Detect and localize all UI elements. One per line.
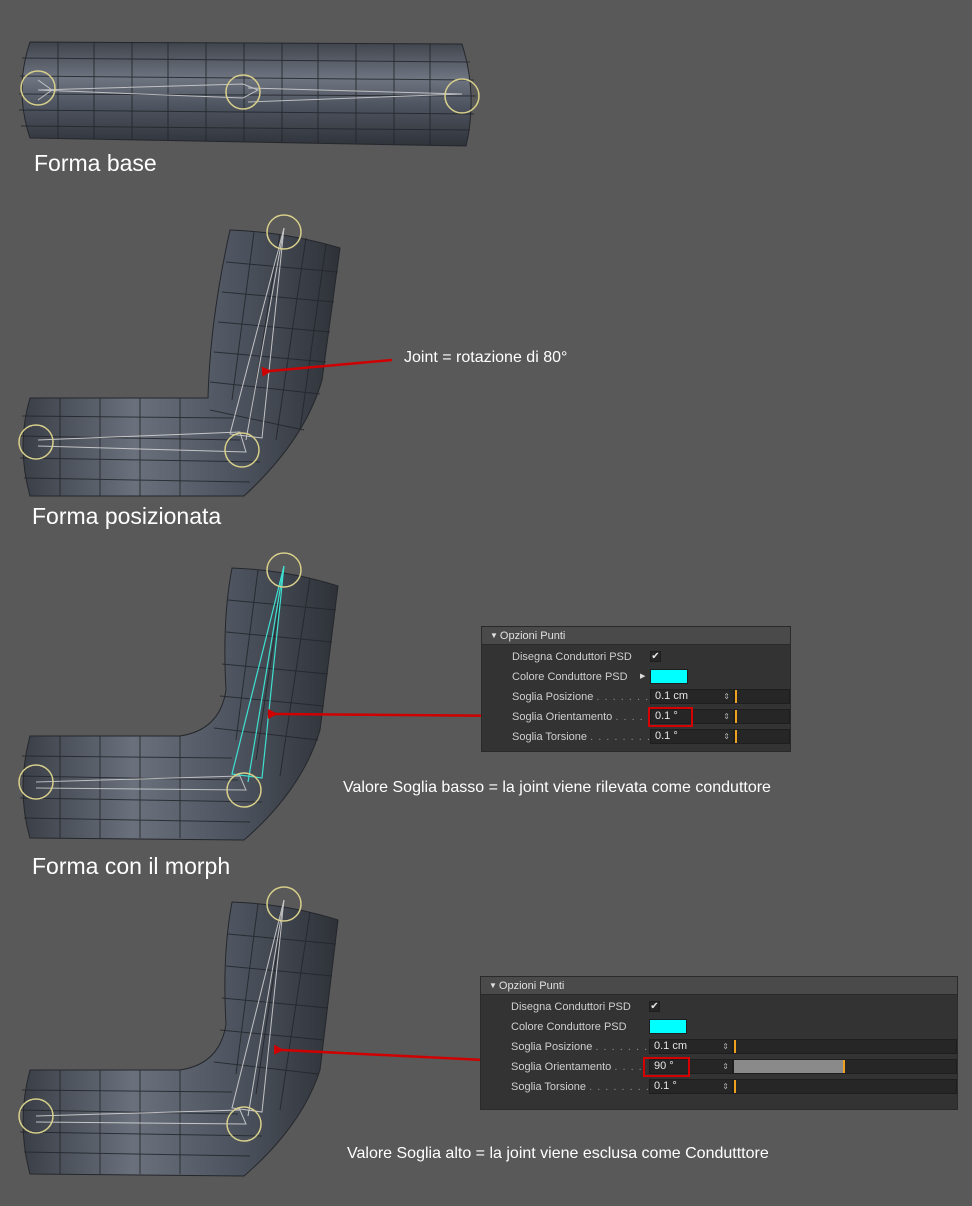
red-arrow-icon xyxy=(261,358,393,377)
label-disegna-conduttori: Disegna Conduttori PSD xyxy=(512,651,632,663)
spin-arrows-icon[interactable]: ⇕ xyxy=(722,1082,729,1091)
joint-ring-icon xyxy=(18,214,302,468)
spin-arrows-icon[interactable]: ⇕ xyxy=(723,692,730,701)
mesh-forma-morph xyxy=(18,552,339,841)
slider-knob[interactable] xyxy=(735,690,737,703)
annotation-joint: Joint = rotazione di 80° xyxy=(404,349,568,366)
label-text: Soglia Posizione xyxy=(512,691,594,703)
input-soglia-orientamento[interactable]: 90 ° ⇕ xyxy=(649,1059,733,1074)
slider-knob[interactable] xyxy=(735,730,737,743)
label-soglia-orientamento: Soglia Orientamento . . . . xyxy=(511,1057,643,1077)
input-soglia-torsione[interactable]: 0.1 ° ⇕ xyxy=(650,729,734,744)
annotation-soglia-alto: Valore Soglia alto = la joint viene escl… xyxy=(347,1145,769,1162)
label-colore-conduttore: Colore Conduttore PSD xyxy=(511,1021,627,1033)
row-colore-conduttore: Colore Conduttore PSD xyxy=(481,1017,957,1037)
mesh-forma-soglia-alta xyxy=(18,886,339,1177)
panel-header[interactable]: ▼Opzioni Punti xyxy=(481,977,957,995)
field-value: 0.1 ° xyxy=(655,710,678,722)
label-dots: . . . . xyxy=(615,711,644,723)
row-soglia-orientamento: Soglia Orientamento . . . . 0.1 ° ⇕ xyxy=(482,707,790,727)
slider-knob[interactable] xyxy=(735,710,737,723)
row-soglia-posizione: Soglia Posizione . . . . . . . . 0.1 cm ⇕ xyxy=(482,687,790,707)
highlight-box xyxy=(648,707,693,727)
field-value: 90 ° xyxy=(654,1060,674,1072)
checkmark-icon: ✔ xyxy=(651,651,660,662)
row-soglia-posizione: Soglia Posizione . . . . . . . . 0.1 cm ⇕ xyxy=(481,1037,957,1057)
spin-arrows-icon[interactable]: ⇕ xyxy=(722,1042,729,1051)
collapse-triangle-icon: ▼ xyxy=(490,631,498,640)
caption-forma-posizionata: Forma posizionata xyxy=(32,503,222,529)
slider-soglia-posizione[interactable] xyxy=(733,1039,957,1054)
spin-arrows-icon[interactable]: ⇕ xyxy=(723,712,730,721)
slider-fill xyxy=(734,1060,845,1073)
label-dots: . . . . xyxy=(614,1061,643,1073)
input-soglia-posizione[interactable]: 0.1 cm ⇕ xyxy=(650,689,734,704)
panel-header-label: Opzioni Punti xyxy=(499,630,566,642)
row-disegna-conduttori: Disegna Conduttori PSD ✔ xyxy=(481,997,957,1017)
checkbox-disegna-conduttori[interactable]: ✔ xyxy=(650,651,661,662)
row-soglia-torsione: Soglia Torsione . . . . . . . . . 0.1 ° ⇕ xyxy=(482,727,790,747)
dropdown-triangle-icon[interactable]: ▶ xyxy=(640,673,646,680)
label-text: Soglia Posizione xyxy=(511,1041,593,1053)
slider-knob[interactable] xyxy=(734,1080,736,1093)
slider-knob[interactable] xyxy=(734,1040,736,1053)
slider-soglia-torsione[interactable] xyxy=(733,1079,957,1094)
label-dots: . . . . . . . . xyxy=(595,1041,657,1053)
caption-forma-morph: Forma con il morph xyxy=(32,853,231,879)
panel-opzioni-punti-high: ▼Opzioni Punti Disegna Conduttori PSD ✔ … xyxy=(481,977,957,1109)
checkbox-disegna-conduttori[interactable]: ✔ xyxy=(649,1001,660,1012)
field-value: 0.1 ° xyxy=(654,1080,677,1092)
panel-header-label: Opzioni Punti xyxy=(498,980,565,992)
input-soglia-posizione[interactable]: 0.1 cm ⇕ xyxy=(649,1039,733,1054)
label-text: Soglia Torsione xyxy=(512,731,588,743)
panel-opzioni-punti-low: ▼Opzioni Punti Disegna Conduttori PSD ✔ … xyxy=(482,627,790,751)
field-value: 0.1 ° xyxy=(655,730,678,742)
slider-soglia-torsione[interactable] xyxy=(734,729,790,744)
checkmark-icon: ✔ xyxy=(650,1001,659,1012)
joint-ring-icon xyxy=(20,70,480,114)
row-colore-conduttore: Colore Conduttore PSD ▶ xyxy=(482,667,790,687)
label-text: Soglia Torsione xyxy=(511,1081,587,1093)
mesh-forma-base xyxy=(18,41,480,147)
annotation-soglia-basso: Valore Soglia basso = la joint viene ril… xyxy=(343,779,771,796)
row-disegna-conduttori: Disegna Conduttori PSD ✔ xyxy=(482,647,790,667)
mesh-forma-posizionata xyxy=(18,214,341,497)
label-text: Soglia Orientamento xyxy=(511,1061,612,1073)
slider-soglia-posizione[interactable] xyxy=(734,689,790,704)
label-soglia-posizione: Soglia Posizione . . . . . . . . xyxy=(511,1037,656,1057)
label-soglia-posizione: Soglia Posizione . . . . . . . . xyxy=(512,687,657,707)
collapse-triangle-icon: ▼ xyxy=(489,981,497,990)
joint-ring-icon xyxy=(18,886,302,1142)
label-soglia-orientamento: Soglia Orientamento . . . . xyxy=(512,707,644,727)
color-swatch-conduttore[interactable] xyxy=(650,669,688,684)
caption-forma-base: Forma base xyxy=(34,150,157,176)
label-colore-conduttore: Colore Conduttore PSD xyxy=(512,671,628,683)
label-dots: . . . . . . . . xyxy=(596,691,658,703)
label-disegna-conduttori: Disegna Conduttori PSD xyxy=(511,1001,631,1013)
slider-soglia-orientamento[interactable] xyxy=(734,709,790,724)
spin-arrows-icon[interactable]: ⇕ xyxy=(723,732,730,741)
label-dots: . . . . . . . . . xyxy=(590,731,660,743)
panel-header[interactable]: ▼Opzioni Punti xyxy=(482,627,790,645)
highlight-box xyxy=(643,1057,690,1077)
label-dots: . . . . . . . . . xyxy=(589,1081,659,1093)
row-soglia-torsione: Soglia Torsione . . . . . . . . . 0.1 ° ⇕ xyxy=(481,1077,957,1097)
spin-arrows-icon[interactable]: ⇕ xyxy=(722,1062,729,1071)
label-soglia-torsione: Soglia Torsione . . . . . . . . . xyxy=(511,1077,658,1097)
field-value: 0.1 cm xyxy=(654,1040,688,1052)
label-text: Soglia Orientamento xyxy=(512,711,613,723)
joint-ring-icon xyxy=(18,552,302,808)
label-soglia-torsione: Soglia Torsione . . . . . . . . . xyxy=(512,727,659,747)
input-soglia-torsione[interactable]: 0.1 ° ⇕ xyxy=(649,1079,733,1094)
field-value: 0.1 cm xyxy=(655,690,689,702)
color-swatch-conduttore[interactable] xyxy=(649,1019,687,1034)
row-soglia-orientamento: Soglia Orientamento . . . . 90 ° ⇕ xyxy=(481,1057,957,1077)
slider-soglia-orientamento[interactable] xyxy=(733,1059,957,1074)
slider-knob[interactable] xyxy=(843,1060,845,1073)
